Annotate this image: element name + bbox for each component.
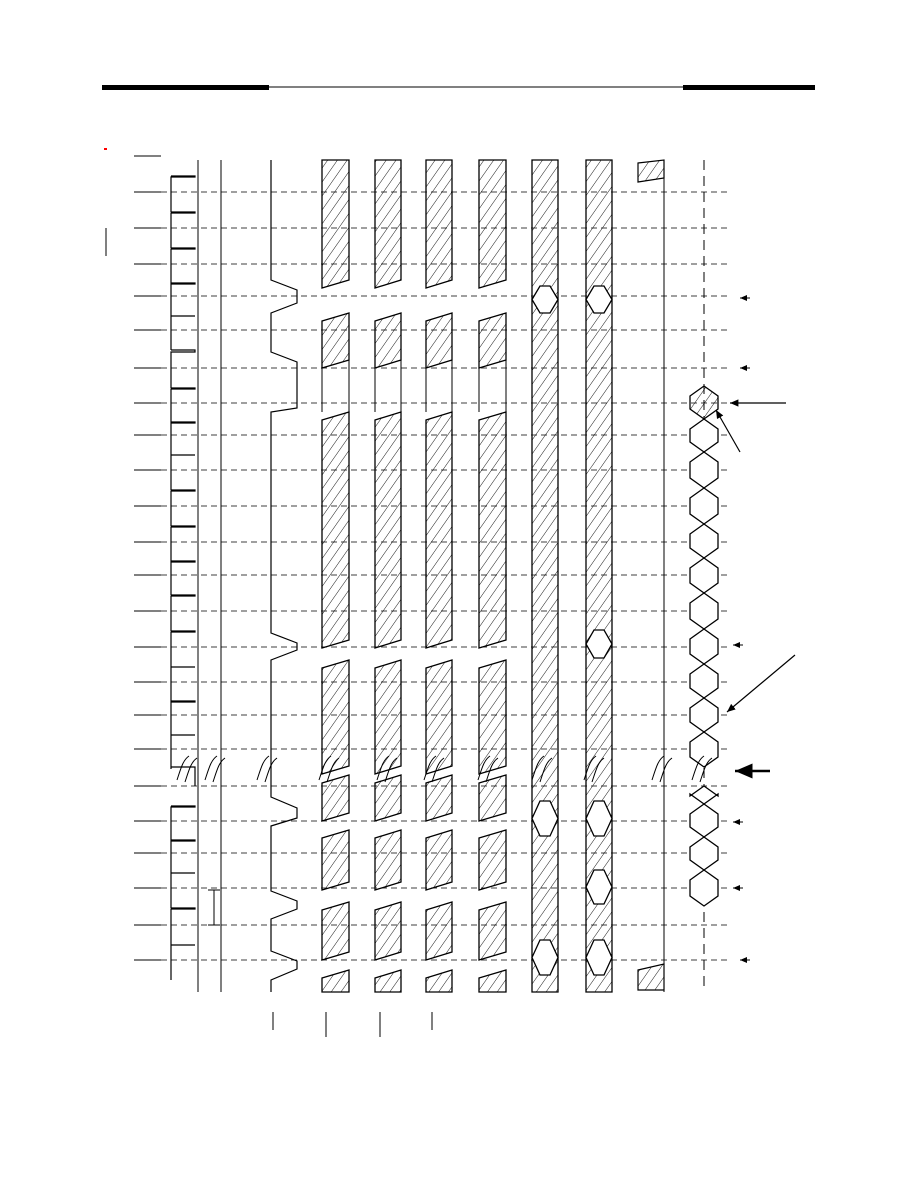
bus-d-hatched-segment [478, 659, 507, 775]
annotation-arrow [726, 654, 796, 713]
bus-f-valid-window [585, 939, 613, 976]
bus-c-hatched-segment [425, 411, 453, 649]
time-break-squiggle [376, 755, 398, 783]
output-data-cell [689, 557, 719, 594]
bus-d-hatched-segment [478, 411, 507, 649]
output-data-cell [689, 836, 719, 871]
bus-d-hatched-segment [478, 969, 507, 993]
output-data-cell [689, 785, 719, 805]
bus-d-hatched-segment [478, 901, 507, 961]
bus-f-valid-window [585, 285, 613, 314]
bus-d-hatched-segment [478, 774, 507, 822]
time-break-squiggle [531, 755, 553, 783]
bus-a-hatched-segment [321, 411, 350, 649]
bus-d-hatched-segment [478, 312, 507, 369]
output-data-cell [689, 869, 719, 907]
time-break-squiggle [318, 755, 340, 783]
bus-d-hatched-segment [478, 159, 507, 289]
bus-e-hatched-body [531, 159, 559, 993]
output-data-cell [689, 385, 719, 420]
bus-b-hatched-segment [374, 159, 402, 289]
bus-c-hatched-segment [425, 969, 453, 993]
bus-b-hatched-segment [374, 774, 402, 822]
output-data-cell [689, 523, 719, 559]
output-data-cell [689, 628, 719, 665]
bus-b-hatched-segment [374, 901, 402, 961]
bus-f-valid-window [585, 629, 613, 659]
static-signal-end-marker [637, 963, 665, 991]
bus-a-hatched-segment [321, 659, 350, 775]
output-data-cell [689, 663, 719, 699]
output-data-cell [689, 487, 719, 525]
output-data-cell [689, 451, 719, 489]
clock-waveform [170, 175, 196, 980]
bus-a-hatched-segment [321, 969, 350, 993]
bus-a-hatched-segment [321, 901, 350, 961]
bus-e-valid-window [531, 939, 559, 976]
bus-b-hatched-segment [374, 659, 402, 775]
bus-f-valid-window [585, 869, 613, 905]
time-break-squiggle [423, 755, 445, 783]
bus-e-valid-window [531, 285, 559, 314]
bus-b-hatched-segment [374, 411, 402, 649]
control-waveform [270, 160, 298, 992]
output-data-cell [689, 418, 719, 453]
header-bar-left [102, 85, 269, 90]
bus-c-hatched-segment [425, 829, 453, 891]
static-signal-start-marker [637, 159, 665, 183]
output-data-cell [689, 731, 719, 768]
bus-a-hatched-segment [321, 312, 350, 369]
time-break-squiggle [583, 755, 605, 783]
bus-c-hatched-segment [425, 159, 453, 289]
annotation-arrow [715, 409, 741, 453]
bus-a-hatched-segment [321, 159, 350, 289]
registration-mark [104, 148, 107, 150]
bus-c-hatched-segment [425, 901, 453, 961]
bus-c-hatched-segment [425, 659, 453, 775]
bus-b-hatched-segment [374, 969, 402, 993]
time-break-squiggle [691, 755, 713, 783]
bus-f-valid-window [585, 800, 613, 837]
bus-a-hatched-segment [321, 829, 350, 891]
bus-b-hatched-segment [374, 829, 402, 891]
bus-f-hatched-body [585, 159, 613, 993]
bus-c-hatched-segment [425, 774, 453, 822]
bus-e-valid-window [531, 800, 559, 837]
bus-a-hatched-segment [321, 774, 350, 822]
output-data-cell [689, 803, 719, 838]
bus-b-hatched-segment [374, 312, 402, 369]
time-break-squiggle [256, 755, 278, 783]
bus-c-hatched-segment [425, 312, 453, 369]
header-bar-right [683, 85, 815, 90]
time-break-squiggle [176, 755, 198, 783]
time-break-squiggle [651, 755, 673, 783]
output-data-cell [689, 592, 719, 630]
time-break-squiggle [204, 755, 226, 783]
time-break-squiggle [477, 755, 499, 783]
output-data-cell [689, 697, 719, 733]
bus-d-hatched-segment [478, 829, 507, 891]
